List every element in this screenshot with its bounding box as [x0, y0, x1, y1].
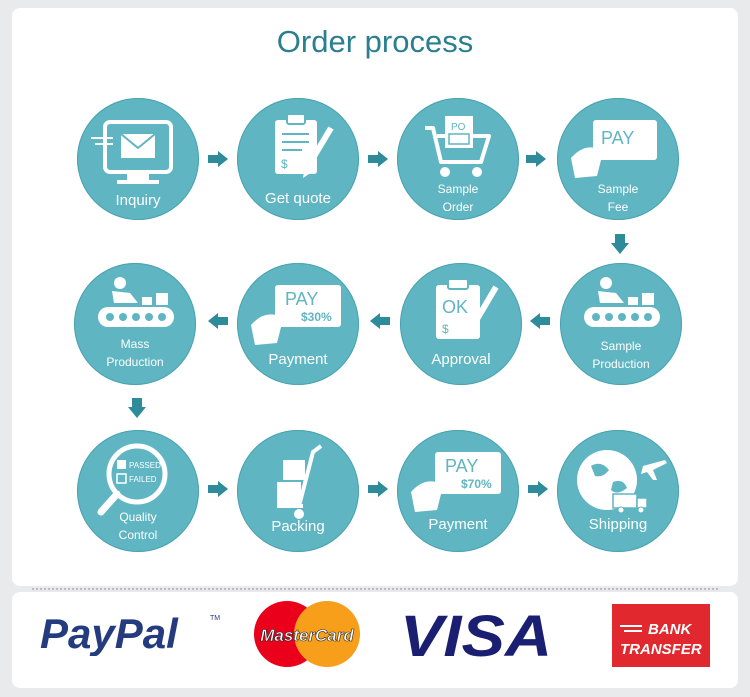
dotted-divider [32, 588, 718, 590]
visa-text: VISA [400, 604, 552, 662]
pay-label: PAY [445, 456, 478, 476]
arrow-right-icon [368, 481, 388, 497]
step-label: Get quote [265, 190, 331, 207]
conveyor-icon [98, 277, 174, 327]
svg-text:$: $ [281, 157, 288, 171]
conveyor-icon [584, 277, 660, 327]
arrow-left-icon [370, 313, 390, 329]
approval-clipboard-icon: OK $ [436, 278, 499, 339]
step-payment-30: PAY $30% Payment [237, 263, 359, 385]
arrow-down-icon [611, 234, 629, 254]
step-label: Inquiry [115, 192, 161, 209]
globe-plane-truck-icon [577, 450, 667, 514]
step-label: Shipping [588, 516, 648, 533]
step-get-quote: $ Get quote [237, 98, 359, 220]
pay-label: PAY [285, 289, 318, 309]
step-quality-control: PASSED FAILED Quality Control [77, 430, 199, 552]
arrow-right-icon [528, 481, 548, 497]
step-packing: Packing [237, 430, 359, 552]
mastercard-text: MasterCard [260, 626, 354, 645]
step-sample-fee: PAY Sample Fee [557, 98, 679, 220]
failed-label: FAILED [129, 475, 157, 484]
step-label: Approval [431, 351, 491, 368]
step-label: Sample Production [592, 339, 650, 371]
percent-label: $30% [301, 310, 332, 324]
arrow-right-icon [208, 481, 228, 497]
arrow-right-icon [526, 151, 546, 167]
monitor-mail-icon [91, 120, 173, 184]
step-sample-production: Sample Production [560, 263, 682, 385]
pay-hand-icon: PAY [571, 120, 657, 178]
po-label: PO [451, 122, 466, 133]
step-label: Sample Order [437, 182, 479, 214]
step-sample-order: PO Sample Order [397, 98, 519, 220]
passed-label: PASSED [129, 461, 161, 470]
paypal-logo: PayPal TM [38, 606, 220, 657]
pay-70-icon: PAY $70% [411, 452, 501, 512]
step-payment-70: PAY $70% Payment [397, 430, 519, 552]
bank-transfer-logo: BANK TRANSFER [612, 604, 710, 667]
step-label: Packing [271, 518, 325, 535]
pay-label: PAY [601, 128, 634, 148]
arrow-right-icon [208, 151, 228, 167]
clipboard-pen-icon: $ [275, 113, 334, 178]
page-title: Order process [276, 24, 474, 59]
mastercard-logo: MasterCard [253, 600, 361, 668]
cart-po-icon: PO [425, 116, 491, 177]
paypal-text: PayPal [40, 610, 179, 656]
step-label: Payment [268, 351, 328, 368]
step-approval: OK $ Approval [400, 263, 522, 385]
percent-label: $70% [461, 477, 492, 491]
arrow-right-icon [368, 151, 388, 167]
pay-30-icon: PAY $30% [251, 285, 341, 345]
hand-truck-icon [277, 444, 323, 519]
step-label: Sample Fee [597, 182, 639, 214]
visa-logo: VISA [398, 602, 558, 669]
ok-label: OK [442, 297, 468, 317]
step-mass-production: Mass Production [74, 263, 196, 385]
dollar-label: $ [442, 322, 449, 336]
step-label: Mass Production [106, 337, 164, 369]
bank-text: BANK [648, 621, 692, 638]
arrow-left-icon [208, 313, 228, 329]
step-label: Quality Control [118, 510, 158, 542]
paypal-tm: TM [210, 615, 220, 622]
arrow-left-icon [530, 313, 550, 329]
step-label: Payment [428, 516, 488, 533]
arrow-down-icon [128, 398, 146, 418]
magnifier-checklist-icon: PASSED FAILED [97, 443, 168, 516]
transfer-text: TRANSFER [620, 641, 702, 658]
step-inquiry: Inquiry [77, 98, 199, 220]
step-shipping: Shipping [557, 430, 679, 552]
